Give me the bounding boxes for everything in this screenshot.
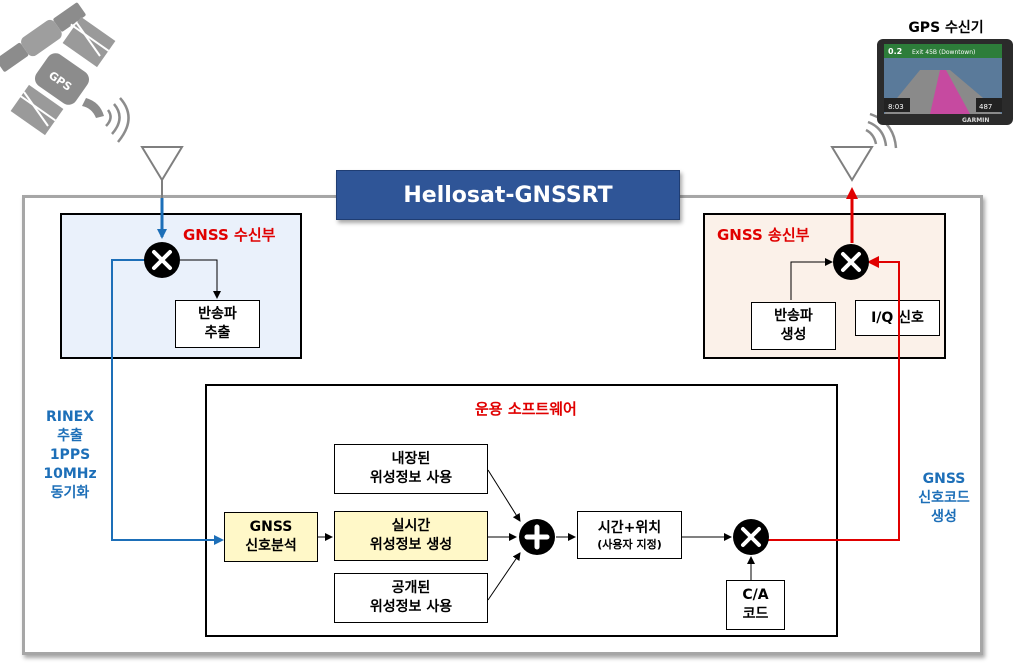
- left-sync-note: RINEX 추출 1PPS 10MHz 동기화: [43, 409, 97, 501]
- gps-brand: GARMIN: [962, 117, 989, 124]
- public-to-adder-line: [487, 552, 521, 601]
- time-position-sublabel: (사용자 지정): [597, 537, 662, 551]
- transmit-signal-wave-icon: [865, 112, 898, 149]
- stored-satellite-info-box: 내장된 위성정보 사용: [334, 444, 488, 494]
- right-code-note: GNSS 신호코드 생성: [918, 471, 970, 525]
- gps-receiver-label: GPS 수신기: [908, 20, 984, 36]
- carrier-to-tx-mixer-line: [790, 258, 833, 300]
- tx-code-signal-line: [768, 256, 900, 541]
- rx-mixer-to-carrier-line: [180, 259, 221, 299]
- system-title-banner: Hellosat-GNSSRT: [336, 170, 680, 220]
- stored-to-adder-line: [487, 469, 521, 522]
- rx-to-analysis-line: [111, 259, 224, 545]
- time-position-label: 시간+위치: [597, 519, 662, 536]
- transmit-antenna-icon: [830, 146, 874, 182]
- public-satellite-info-box: 공개된 위성정보 사용: [334, 573, 488, 623]
- receiver-panel-label: GNSS 수신부: [183, 226, 276, 244]
- gnss-signal-analysis-box: GNSS 신호분석: [224, 512, 318, 562]
- gps-screen-distance: 0.2: [888, 47, 902, 56]
- satellite-signal-wave-icon: [105, 97, 130, 143]
- tx-mixer-icon: [833, 244, 869, 280]
- ca-code-box: C/A 코드: [726, 580, 785, 630]
- gps-screen-time: 8:03: [888, 103, 904, 111]
- rx-mixer-icon: [144, 242, 180, 278]
- carrier-generate-box: 반송파 생성: [751, 302, 836, 350]
- satellite-icon: GPS: [0, 2, 116, 136]
- iq-signal-box: I/Q 신호: [855, 300, 940, 336]
- code-mixer-icon: [733, 519, 769, 555]
- gps-screen-exit: Exit 45B (Downtown): [912, 49, 975, 56]
- gps-screen-arrival: 487: [979, 103, 992, 111]
- carrier-extract-box: 반송파 추출: [175, 300, 260, 348]
- time-position-box: 시간+위치 (사용자 지정): [577, 511, 682, 559]
- realtime-satellite-info-box: 실시간 위성정보 생성: [334, 511, 488, 561]
- gps-device-icon: 0.2 Exit 45B (Downtown) 8:03 487 GARMIN: [877, 39, 1013, 125]
- transmitter-panel-label: GNSS 송신부: [717, 226, 810, 244]
- receive-antenna-icon: [140, 146, 184, 198]
- adder-icon: [519, 519, 555, 555]
- operating-software-label: 운용 소프트웨어: [475, 400, 577, 418]
